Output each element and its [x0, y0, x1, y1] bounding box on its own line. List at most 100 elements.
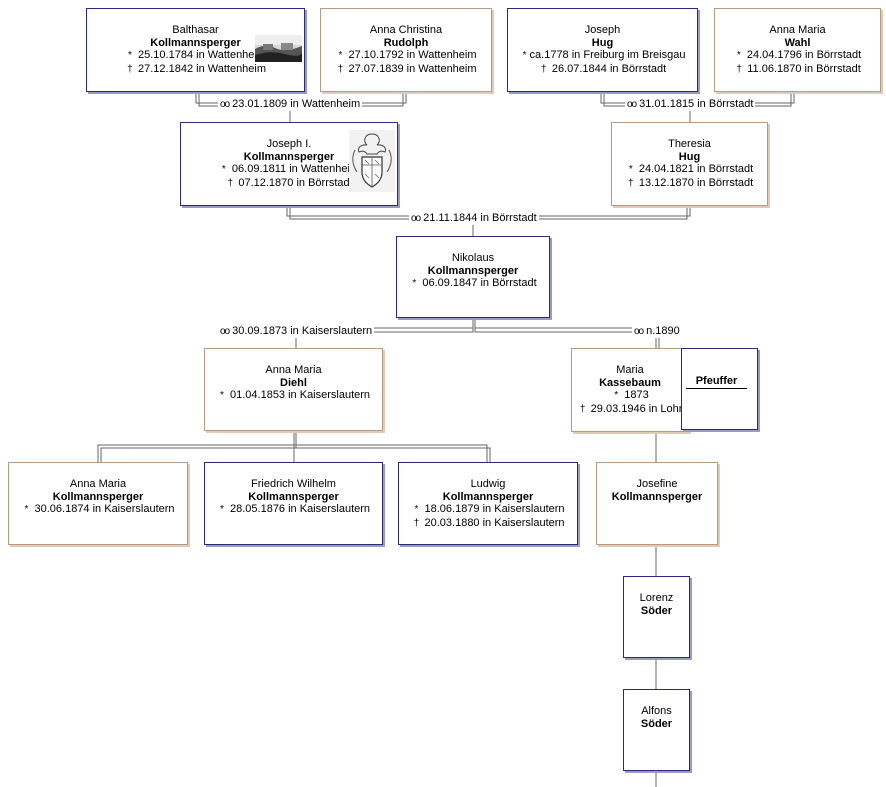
birth-event: * 28.05.1876 in Kaiserslautern	[205, 503, 382, 517]
given-name: Ludwig	[470, 478, 506, 490]
given-name: Anna Maria	[769, 24, 826, 36]
surname: Kollmannsperger	[243, 150, 335, 163]
birth-event: * 25.10.1784 in Wattenheim	[87, 49, 304, 63]
marriage-date: 21.11.1844 in Börrstadt	[423, 212, 537, 224]
birth-icon: *	[736, 50, 741, 61]
given-name: Lorenz	[639, 592, 674, 604]
given-name: Friedrich Wilhelm	[251, 478, 336, 490]
death-cross-icon: †	[541, 63, 547, 75]
person-card-anna-christina[interactable]: Anna Christina Rudolph * 27.10.1792 in W…	[320, 8, 492, 92]
birth-event: *ca.1778 in Freiburg im Breisgau	[508, 49, 697, 63]
birth-icon: *	[219, 504, 224, 515]
person-card-josefine[interactable]: Josefine Kollmannsperger	[596, 462, 718, 545]
death-event: † 13.12.1870 in Börrstadt	[612, 177, 767, 191]
birth-event: * 24.04.1821 in Börrstadt	[612, 163, 767, 177]
death-cross-icon: †	[413, 517, 420, 529]
birth-icon: *	[219, 390, 224, 401]
person-card-maria-kassebaum[interactable]: Maria Kassebaum * 1873 † 29.03.1946 in L…	[571, 348, 689, 432]
given-name: Maria	[616, 364, 644, 376]
person-card-alfons[interactable]: Alfons Söder	[623, 689, 690, 771]
marriage-rings-icon: oo	[627, 99, 637, 110]
surname: Kollmannsperger	[442, 490, 534, 503]
surname: Kollmannsperger	[427, 264, 519, 277]
given-name: Anna Maria	[69, 478, 127, 490]
death-event: † 20.03.1880 in Kaiserslautern	[399, 517, 577, 531]
birth-icon: *	[414, 504, 419, 515]
given-name: Nikolaus	[451, 252, 495, 264]
given-name: Balthasar	[172, 24, 219, 36]
surname: Diehl	[280, 376, 307, 389]
birth-icon: *	[24, 504, 29, 515]
person-card-nikolaus[interactable]: Nikolaus Kollmannsperger * 06.09.1847 in…	[396, 236, 550, 318]
person-card-ludwig[interactable]: Ludwig Kollmannsperger * 18.06.1879 in K…	[398, 462, 578, 545]
surname: Kollmannsperger	[150, 36, 241, 49]
death-cross-icon: †	[736, 63, 742, 75]
marriage-date: 30.09.1873 in Kaiserslautern	[232, 325, 373, 337]
surname: Kollmannsperger	[52, 490, 144, 503]
surname: Hug	[678, 150, 701, 163]
person-card-pfeuffer[interactable]: Pfeuffer	[681, 348, 758, 430]
death-event: † 27.07.1839 in Wattenheim	[321, 63, 491, 77]
surname: Kollmannsperger	[248, 490, 339, 503]
birth-event: * 06.09.1811 in Wattenheim	[181, 163, 397, 177]
person-card-anna-maria-kollmannsperger[interactable]: Anna Maria Kollmannsperger * 30.06.1874 …	[8, 462, 188, 545]
birth-icon: *	[412, 278, 417, 289]
given-name: Anna Maria	[265, 364, 322, 376]
birth-icon: *	[338, 50, 343, 61]
person-card-joseph-hug[interactable]: Joseph Hug *ca.1778 in Freiburg im Breis…	[507, 8, 698, 92]
surname: Hug	[591, 36, 614, 49]
landscape-photo-icon[interactable]	[255, 35, 302, 62]
death-event: † 29.03.1946 in Lohr	[572, 403, 688, 417]
given-name: Theresia	[668, 138, 711, 150]
birth-event: * 01.04.1853 in Kaiserslautern	[205, 389, 382, 403]
death-cross-icon: †	[579, 403, 586, 415]
coat-of-arms-icon[interactable]	[349, 130, 395, 192]
marriage-date: 31.01.1815 in Börrstadt	[639, 98, 754, 110]
birth-event: * 1873	[572, 389, 688, 403]
birth-event: * 06.09.1847 in Börrstadt	[397, 277, 549, 291]
death-cross-icon: †	[628, 177, 634, 189]
death-event: † 27.12.1842 in Wattenheim	[87, 63, 304, 77]
marriage-date: n.1890	[646, 325, 680, 337]
given-name: Josefine	[636, 478, 678, 490]
marriage-rings-icon: oo	[220, 326, 230, 337]
birth-event: * 30.06.1874 in Kaiserslautern	[9, 503, 187, 517]
person-card-theresia[interactable]: Theresia Hug * 24.04.1821 in Börrstadt †…	[611, 122, 768, 206]
surname: Pfeuffer	[686, 375, 747, 389]
surname: Kassebaum	[599, 376, 661, 389]
person-card-anna-maria-wahl[interactable]: Anna Maria Wahl * 24.04.1796 in Börrstad…	[714, 8, 881, 92]
given-name: Anna Christina	[369, 24, 443, 36]
birth-icon: *	[522, 50, 527, 61]
person-card-lorenz[interactable]: Lorenz Söder	[623, 576, 690, 658]
marriage-rings-icon: oo	[411, 213, 421, 224]
surname: Söder	[640, 717, 673, 730]
birth-icon: *	[628, 164, 633, 175]
birth-icon: *	[221, 164, 226, 175]
birth-event: * 27.10.1792 in Wattenheim	[321, 49, 491, 63]
death-cross-icon: †	[337, 63, 344, 75]
death-event: † 26.07.1844 in Börrstadt	[508, 63, 697, 77]
surname: Söder	[640, 604, 673, 617]
given-name: Joseph I.	[266, 138, 312, 150]
person-card-friedrich-wilhelm[interactable]: Friedrich Wilhelm Kollmannsperger * 28.0…	[204, 462, 383, 545]
marriage-date: 23.01.1809 in Wattenheim	[232, 98, 361, 110]
marriage-rings-icon: oo	[220, 99, 230, 110]
given-name: Alfons	[641, 705, 672, 717]
birth-event: * 18.06.1879 in Kaiserslautern	[399, 503, 577, 517]
birth-event: * 24.04.1796 in Börrstadt	[715, 49, 880, 63]
death-cross-icon: †	[127, 63, 133, 75]
birth-icon: *	[128, 50, 132, 61]
marriage-rings-icon: oo	[634, 326, 644, 337]
person-card-anna-maria-diehl[interactable]: Anna Maria Diehl * 01.04.1853 in Kaisers…	[204, 348, 383, 431]
birth-icon: *	[614, 390, 619, 401]
death-event: † 11.06.1870 in Börrstadt	[715, 63, 880, 77]
surname: Wahl	[784, 36, 811, 49]
surname: Rudolph	[383, 36, 429, 49]
surname: Kollmannsperger	[611, 490, 703, 503]
death-event: † 07.12.1870 in Börrstadt	[181, 177, 397, 191]
